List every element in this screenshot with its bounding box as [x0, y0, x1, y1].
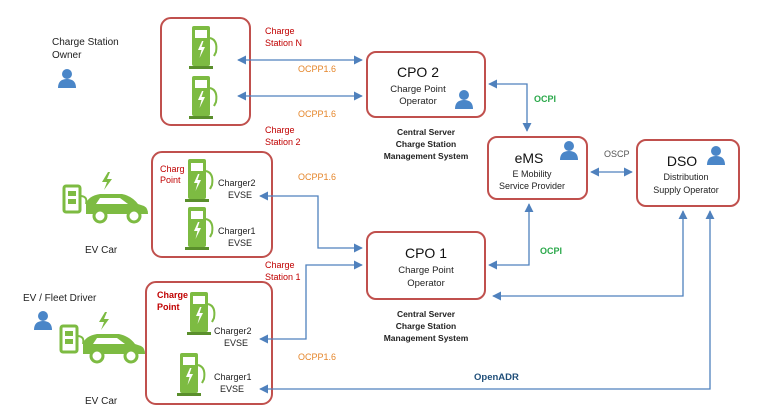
- cpo-1-subtitle: Operator: [407, 278, 445, 289]
- openadr-label: OpenADR: [474, 372, 519, 383]
- owner-label: Owner: [52, 50, 82, 61]
- cpo-1-caption: Charge Station: [396, 321, 456, 331]
- ems-subtitle: Service Provider: [499, 181, 565, 191]
- dso-title: DSO: [667, 153, 697, 169]
- cpo-2-subtitle: Charge Point: [390, 84, 446, 95]
- ems-box: [487, 136, 588, 200]
- oscp-label: OSCP: [604, 149, 630, 159]
- charge-station-2-label: Charge: [265, 125, 295, 135]
- charge-station-n-label: Station N: [265, 38, 302, 48]
- owner-label: Charge Station: [52, 37, 119, 48]
- cpo-2-caption: Central Server: [397, 127, 456, 137]
- driver-person-icon: [34, 311, 52, 330]
- charge-point-label: Charge: [157, 290, 188, 300]
- ev-car-icon: [62, 170, 150, 224]
- connector-cpo1-ems: [488, 203, 534, 270]
- charger-name: Charger2: [214, 326, 252, 336]
- ocpp-label: OCPP1.6: [298, 64, 336, 74]
- cpo-1-caption: Central Server: [397, 309, 456, 319]
- ev-car-label: EV Car: [85, 245, 118, 256]
- charger-type: EVSE: [228, 190, 252, 200]
- charger-name: Charger1: [218, 226, 256, 236]
- cpo-1-subtitle: Charge Point: [398, 265, 454, 276]
- charger-name: Charger1: [214, 372, 252, 382]
- charger-type: EVSE: [220, 384, 244, 394]
- cpo-2-box: [366, 51, 486, 118]
- cpo-2-subtitle: Operator: [399, 96, 437, 107]
- connector-station2-cpo1: [259, 191, 363, 253]
- cpo-2-caption: Management System: [384, 151, 469, 161]
- charge-point-label: Point: [160, 175, 181, 185]
- connector-cpo2-ems: [488, 79, 532, 132]
- ocpp-label: OCPP1.6: [298, 352, 336, 362]
- charge-station-2-label: Station 2: [265, 137, 301, 147]
- charge-station-n-label: Charge: [265, 26, 295, 36]
- driver-label: EV / Fleet Driver: [23, 293, 97, 304]
- owner-person-icon: [58, 69, 76, 88]
- ocpi-label: OCPI: [540, 246, 562, 256]
- charger-type: EVSE: [224, 338, 248, 348]
- ems-title: eMS: [515, 150, 544, 166]
- connector-station1-dso: [259, 210, 715, 394]
- connector-cpo1-dso: [492, 210, 688, 301]
- ocpp-label: OCPP1.6: [298, 109, 336, 119]
- ev-car-label: EV Car: [85, 396, 118, 407]
- dso-subtitle: Supply Operator: [653, 185, 719, 195]
- cpo-2-title: CPO 2: [397, 64, 439, 80]
- charge-station-1-label: Charge: [265, 260, 295, 270]
- charge-station-n-box: [160, 17, 251, 126]
- dso-subtitle: Distribution: [663, 172, 708, 182]
- cpo-2-caption: Charge Station: [396, 139, 456, 149]
- ocpi-label: OCPI: [534, 94, 556, 104]
- ems-subtitle: E Mobility: [512, 169, 552, 179]
- charger-type: EVSE: [228, 238, 252, 248]
- charge-point-label: Charg: [160, 164, 185, 174]
- ocpp-label: OCPP1.6: [298, 172, 336, 182]
- charger-name: Charger2: [218, 178, 256, 188]
- charge-station-1-box: [145, 281, 273, 405]
- cpo-1-caption: Management System: [384, 333, 469, 343]
- cpo-1-title: CPO 1: [405, 245, 447, 261]
- ev-car-icon: [59, 310, 147, 364]
- charge-station-1-label: Station 1: [265, 272, 301, 282]
- charge-point-label: Point: [157, 302, 180, 312]
